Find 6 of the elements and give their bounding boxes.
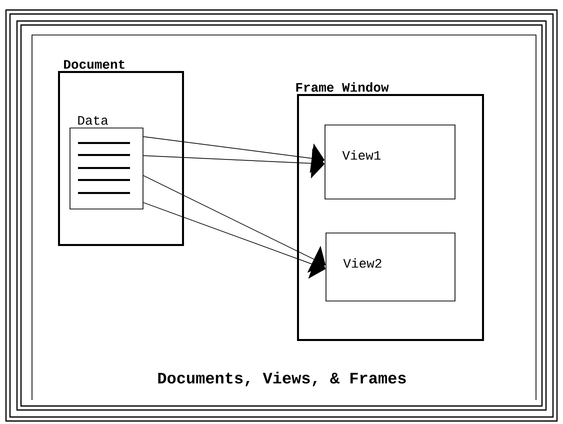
view-label: View1 [342, 150, 381, 160]
diagram-title: Documents, Views, & Frames [158, 372, 406, 386]
box-heading: Frame Window [296, 82, 389, 92]
box-heading: Data [78, 116, 108, 125]
view-label: View2 [343, 258, 382, 268]
box-heading: Document [64, 60, 124, 69]
